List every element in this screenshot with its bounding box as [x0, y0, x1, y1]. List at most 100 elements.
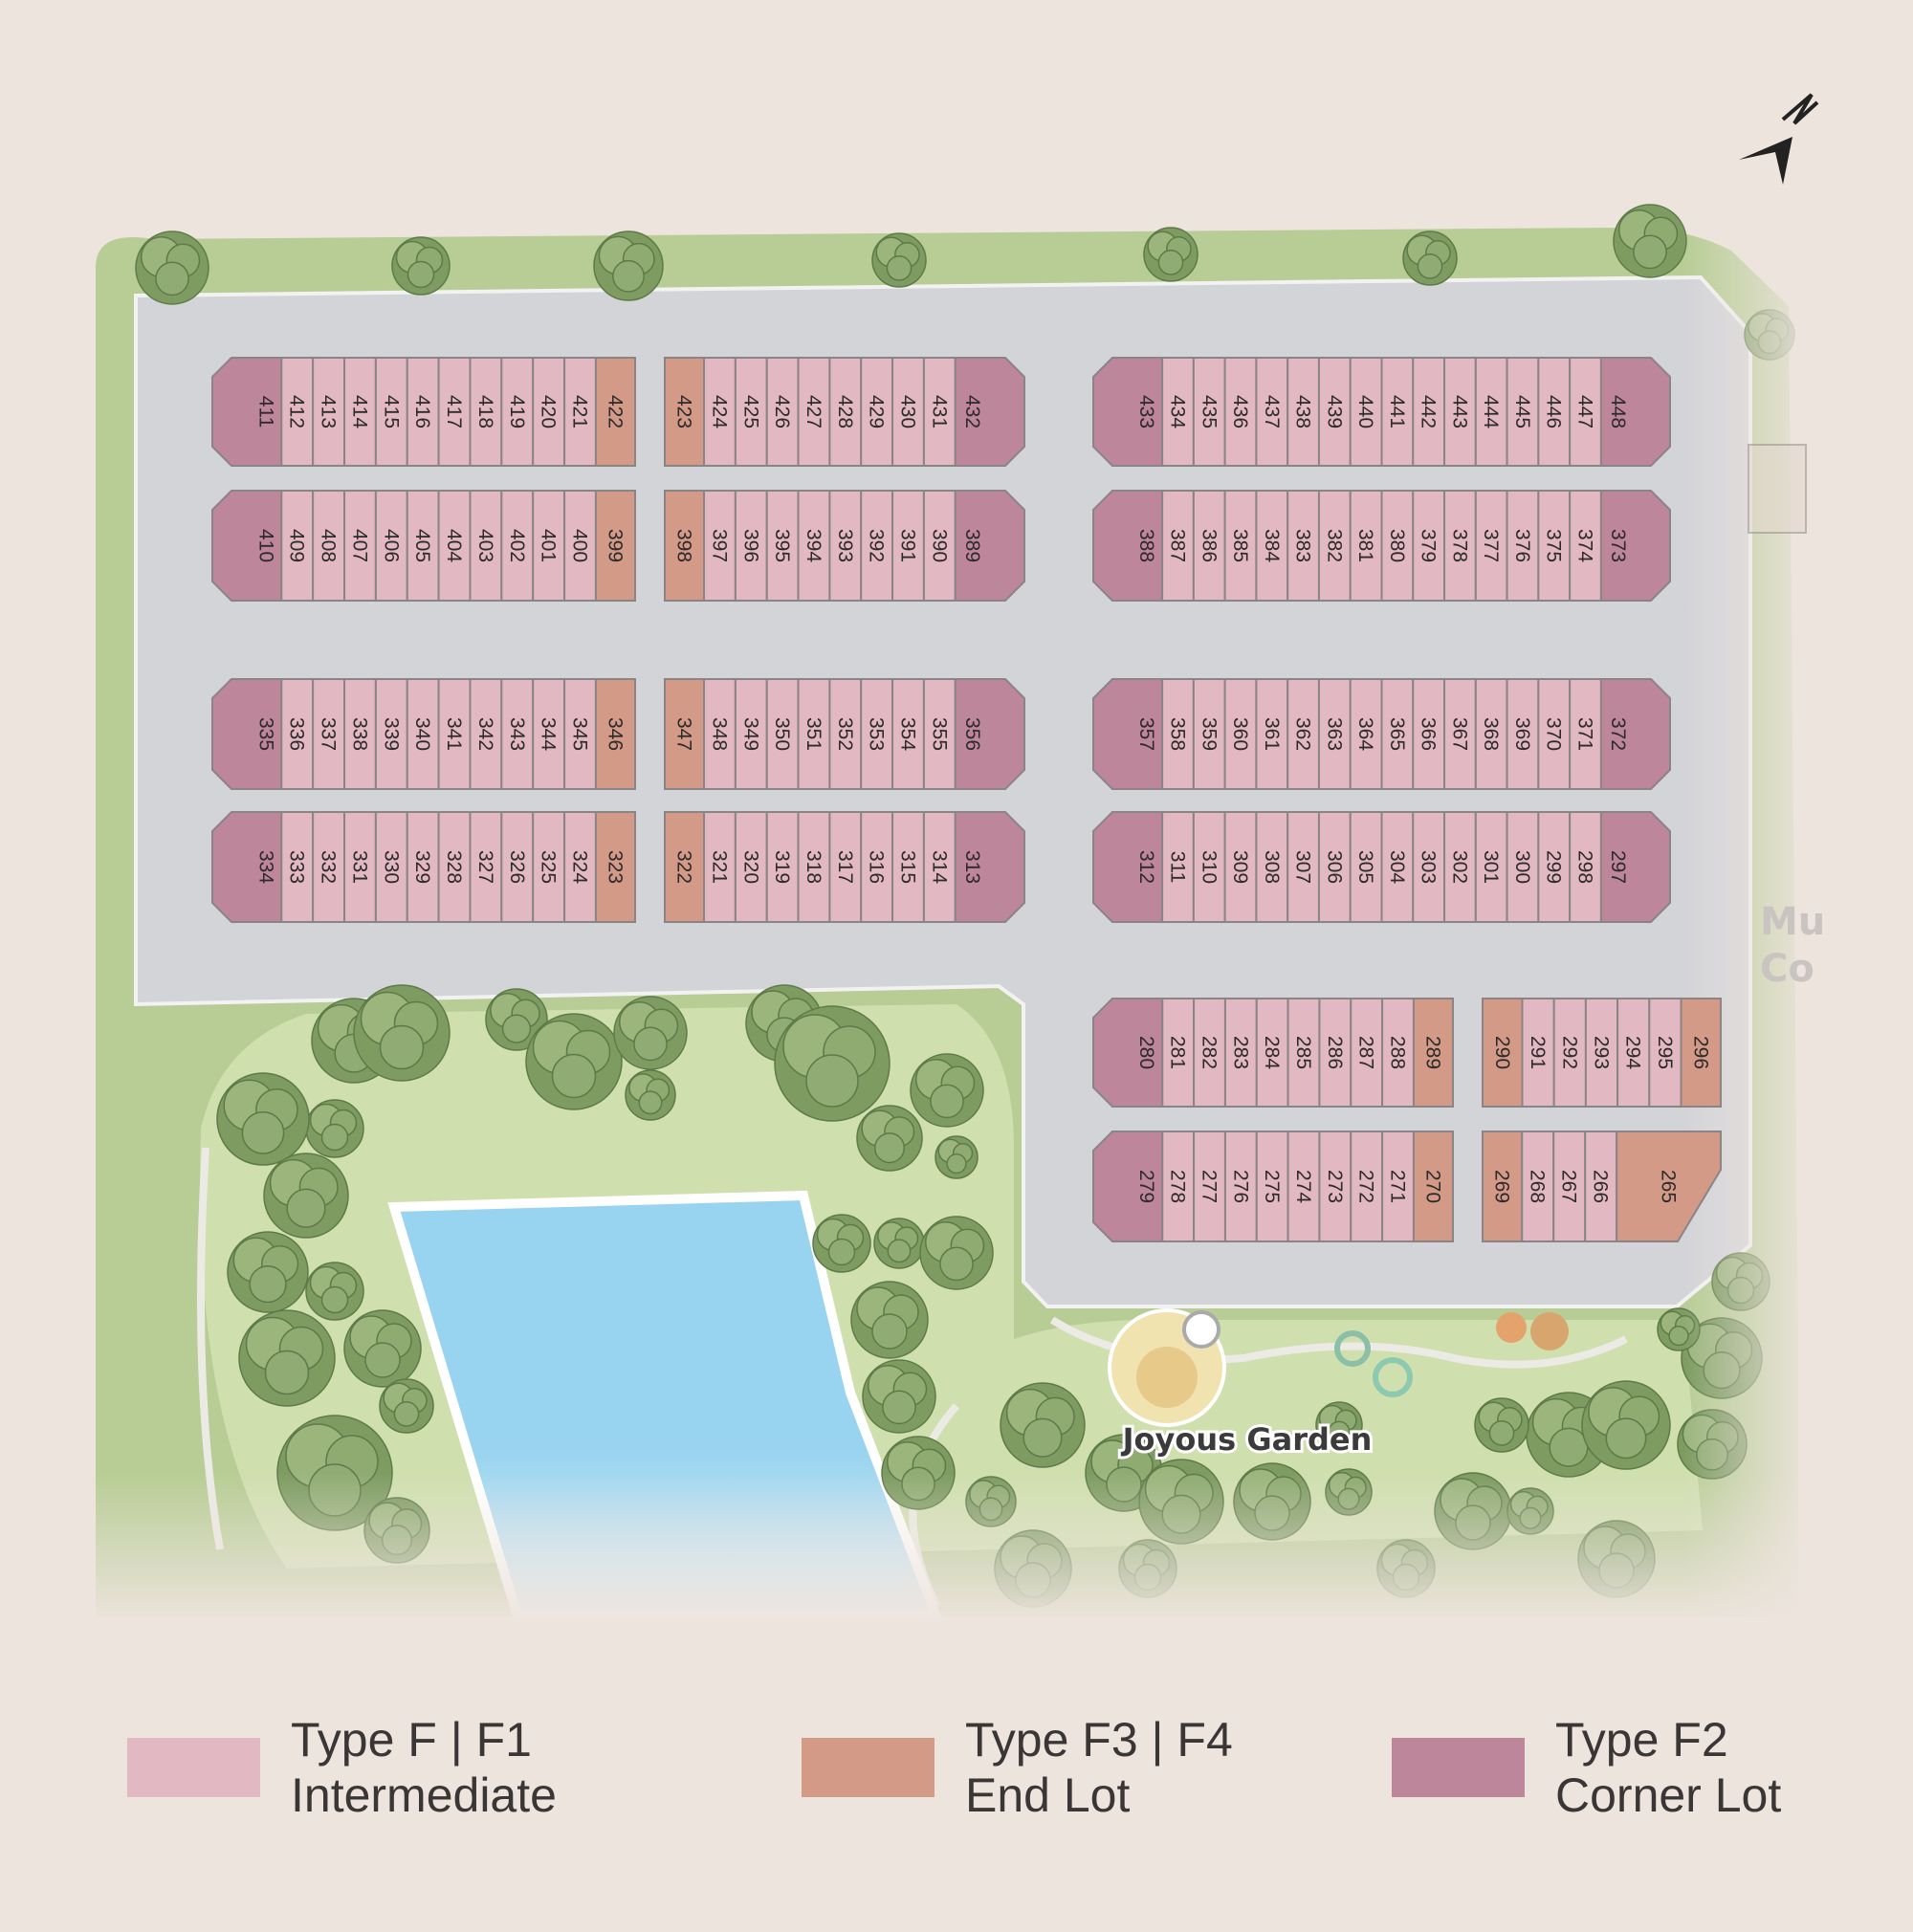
lot-343[interactable]: 343 [500, 678, 535, 790]
lot-323[interactable]: 323 [594, 811, 636, 923]
lot-361[interactable]: 361 [1255, 678, 1289, 790]
lot-363[interactable]: 363 [1317, 678, 1352, 790]
lot-435[interactable]: 435 [1192, 357, 1226, 467]
lot-385[interactable]: 385 [1223, 490, 1258, 602]
lot-340[interactable]: 340 [406, 678, 440, 790]
lot-273[interactable]: 273 [1318, 1131, 1352, 1242]
lot-360[interactable]: 360 [1223, 678, 1258, 790]
lot-328[interactable]: 328 [437, 811, 472, 923]
lot-410[interactable]: 410 [211, 490, 283, 602]
lot-421[interactable]: 421 [563, 357, 597, 467]
lot-265[interactable]: 265 [1616, 1131, 1722, 1242]
lot-shape[interactable] [954, 490, 1025, 602]
lot-359[interactable]: 359 [1192, 678, 1226, 790]
lot-294[interactable]: 294 [1616, 998, 1651, 1108]
lot-shape[interactable] [594, 678, 636, 790]
lot-285[interactable]: 285 [1286, 998, 1321, 1108]
lot-316[interactable]: 316 [860, 811, 894, 923]
lot-415[interactable]: 415 [374, 357, 408, 467]
lot-319[interactable]: 319 [765, 811, 800, 923]
lot-274[interactable]: 274 [1286, 1131, 1321, 1242]
lot-366[interactable]: 366 [1412, 678, 1446, 790]
lot-309[interactable]: 309 [1223, 811, 1258, 923]
lot-334[interactable]: 334 [211, 811, 283, 923]
lot-441[interactable]: 441 [1380, 357, 1415, 467]
lot-411[interactable]: 411 [211, 357, 283, 467]
lot-353[interactable]: 353 [860, 678, 894, 790]
lot-313[interactable]: 313 [954, 811, 1025, 923]
lot-407[interactable]: 407 [343, 490, 377, 602]
lot-352[interactable]: 352 [828, 678, 863, 790]
lot-279[interactable]: 279 [1092, 1131, 1164, 1242]
lot-shape[interactable] [1599, 811, 1671, 923]
lot-381[interactable]: 381 [1349, 490, 1383, 602]
lot-291[interactable]: 291 [1521, 998, 1555, 1108]
lot-375[interactable]: 375 [1537, 490, 1572, 602]
lot-296[interactable]: 296 [1680, 998, 1722, 1108]
lot-434[interactable]: 434 [1161, 357, 1195, 467]
lot-356[interactable]: 356 [954, 678, 1025, 790]
lot-275[interactable]: 275 [1255, 1131, 1289, 1242]
lot-311[interactable]: 311 [1161, 811, 1195, 923]
lot-327[interactable]: 327 [469, 811, 503, 923]
lot-364[interactable]: 364 [1349, 678, 1383, 790]
lot-430[interactable]: 430 [891, 357, 925, 467]
lot-297[interactable]: 297 [1599, 811, 1671, 923]
lot-shape[interactable] [1680, 998, 1722, 1108]
lot-267[interactable]: 267 [1552, 1131, 1587, 1242]
lot-304[interactable]: 304 [1380, 811, 1415, 923]
lot-423[interactable]: 423 [664, 357, 706, 467]
lot-418[interactable]: 418 [469, 357, 503, 467]
lot-389[interactable]: 389 [954, 490, 1025, 602]
lot-371[interactable]: 371 [1569, 678, 1602, 790]
lot-320[interactable]: 320 [734, 811, 768, 923]
lot-303[interactable]: 303 [1412, 811, 1446, 923]
lot-442[interactable]: 442 [1412, 357, 1446, 467]
lot-shape[interactable] [954, 357, 1025, 467]
lot-387[interactable]: 387 [1161, 490, 1195, 602]
lot-446[interactable]: 446 [1537, 357, 1572, 467]
lot-300[interactable]: 300 [1506, 811, 1540, 923]
lot-443[interactable]: 443 [1443, 357, 1477, 467]
lot-427[interactable]: 427 [797, 357, 831, 467]
lot-350[interactable]: 350 [765, 678, 800, 790]
lot-270[interactable]: 270 [1412, 1131, 1454, 1242]
lot-388[interactable]: 388 [1092, 490, 1164, 602]
lot-398[interactable]: 398 [664, 490, 706, 602]
lot-341[interactable]: 341 [437, 678, 472, 790]
lot-318[interactable]: 318 [797, 811, 831, 923]
lot-373[interactable]: 373 [1599, 490, 1671, 602]
lot-357[interactable]: 357 [1092, 678, 1164, 790]
lot-409[interactable]: 409 [280, 490, 315, 602]
lot-shape[interactable] [954, 811, 1025, 923]
lot-shape[interactable] [1599, 357, 1671, 467]
lot-431[interactable]: 431 [922, 357, 956, 467]
lot-266[interactable]: 266 [1584, 1131, 1618, 1242]
lot-386[interactable]: 386 [1192, 490, 1226, 602]
lot-shape[interactable] [594, 490, 636, 602]
lot-shape[interactable] [1599, 490, 1671, 602]
lot-370[interactable]: 370 [1537, 678, 1572, 790]
lot-314[interactable]: 314 [922, 811, 956, 923]
lot-445[interactable]: 445 [1506, 357, 1540, 467]
lot-333[interactable]: 333 [280, 811, 315, 923]
lot-282[interactable]: 282 [1193, 998, 1226, 1108]
lot-308[interactable]: 308 [1255, 811, 1289, 923]
lot-338[interactable]: 338 [343, 678, 377, 790]
lot-shape[interactable] [1616, 1131, 1722, 1242]
lot-412[interactable]: 412 [280, 357, 315, 467]
lot-397[interactable]: 397 [703, 490, 737, 602]
lot-425[interactable]: 425 [734, 357, 768, 467]
lot-325[interactable]: 325 [532, 811, 566, 923]
lot-368[interactable]: 368 [1474, 678, 1508, 790]
lot-413[interactable]: 413 [312, 357, 346, 467]
lot-347[interactable]: 347 [664, 678, 706, 790]
lot-shape[interactable] [594, 811, 636, 923]
lot-298[interactable]: 298 [1569, 811, 1602, 923]
lot-268[interactable]: 268 [1521, 1131, 1555, 1242]
lot-shape[interactable] [954, 678, 1025, 790]
lot-337[interactable]: 337 [312, 678, 346, 790]
lot-shape[interactable] [1412, 1131, 1454, 1242]
lot-376[interactable]: 376 [1506, 490, 1540, 602]
lot-329[interactable]: 329 [406, 811, 440, 923]
